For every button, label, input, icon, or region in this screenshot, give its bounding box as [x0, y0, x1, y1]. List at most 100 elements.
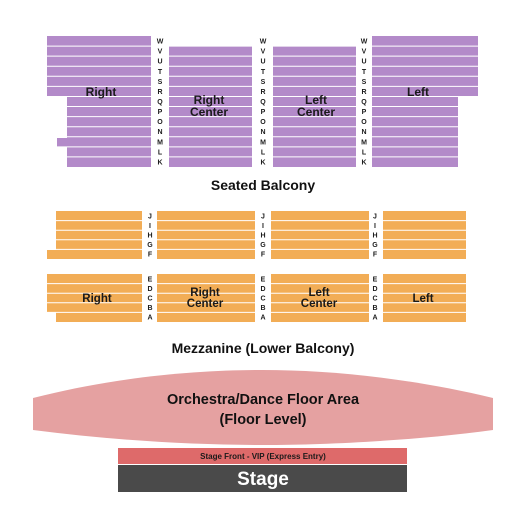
- floor-area[interactable]: Orchestra/Dance Floor Area (Floor Level): [33, 370, 493, 445]
- row-letter-q: Q: [260, 99, 266, 106]
- balcony-heading: Seated Balcony: [211, 177, 315, 193]
- mezzanine-upper-right[interactable]: [47, 211, 142, 259]
- row-letter-i: I: [262, 223, 264, 230]
- row-letter-p: P: [158, 109, 163, 116]
- row-letter-d: D: [372, 286, 377, 293]
- row-letter-t: T: [261, 69, 266, 76]
- row-letter-c: C: [260, 296, 265, 303]
- row-letter-o: O: [361, 119, 367, 126]
- row-letter-i: I: [149, 223, 151, 230]
- section-label-line1: Left: [308, 287, 329, 299]
- row-letter-b: B: [147, 305, 152, 312]
- row-letter-l: L: [362, 149, 367, 156]
- row-letter-s: S: [362, 79, 367, 86]
- row-letter-l: L: [158, 149, 163, 156]
- floor-label-line1: Orchestra/Dance Floor Area: [167, 392, 360, 408]
- row-letter-u: U: [361, 59, 366, 66]
- row-letter-j: J: [148, 213, 152, 220]
- row-letter-p: P: [362, 109, 367, 116]
- row-letter-w: W: [260, 39, 267, 46]
- row-letter-s: S: [261, 79, 266, 86]
- section-label-line1: Right: [190, 287, 220, 299]
- row-letter-r: R: [260, 89, 265, 96]
- row-letter-i: I: [374, 223, 376, 230]
- row-letter-g: G: [260, 242, 266, 249]
- vip-label: Stage Front - VIP (Express Entry): [200, 452, 326, 461]
- mezzanine-upper-right-center[interactable]: [157, 211, 255, 259]
- row-letter-t: T: [158, 69, 163, 76]
- section-label: Right: [86, 85, 117, 99]
- row-letter-r: R: [157, 89, 162, 96]
- row-letter-b: B: [260, 305, 265, 312]
- row-letter-v: V: [261, 49, 266, 56]
- row-letter-n: N: [361, 129, 366, 136]
- section-label-line1: Right: [194, 93, 225, 107]
- section-label-line2: Center: [301, 298, 338, 310]
- mezzanine-right-section[interactable]: Right: [47, 274, 142, 322]
- row-letter-u: U: [260, 59, 265, 66]
- section-label: Left: [412, 293, 433, 305]
- row-letter-s: S: [158, 79, 163, 86]
- row-letter-e: E: [148, 276, 153, 283]
- row-letter-t: T: [362, 69, 367, 76]
- row-letter-j: J: [373, 213, 377, 220]
- mezz-lower-rc-shape: [157, 274, 255, 322]
- mezz-upper-lc-shape: [271, 211, 369, 259]
- row-letter-c: C: [147, 296, 152, 303]
- mezz-lower-lc-shape: [271, 274, 369, 322]
- balcony-right-section[interactable]: Right: [47, 36, 151, 167]
- vip-stage-front[interactable]: Stage Front - VIP (Express Entry): [118, 448, 407, 464]
- mezzanine-right-center-section[interactable]: Right Center: [157, 274, 255, 322]
- row-letter-k: K: [361, 159, 366, 166]
- row-letter-g: G: [372, 242, 378, 249]
- vip-shape: [118, 448, 407, 464]
- mezzanine-upper-left-center[interactable]: [271, 211, 369, 259]
- row-letter-a: A: [147, 315, 152, 322]
- balcony-left-section[interactable]: Left: [372, 36, 478, 167]
- floor-shape: [33, 370, 493, 445]
- row-letter-v: V: [158, 49, 163, 56]
- row-letter-a: A: [372, 315, 377, 322]
- mezz-upper-rc-shape: [157, 211, 255, 259]
- balcony-left-center-section[interactable]: Left Center: [273, 45, 356, 167]
- row-letter-m: M: [260, 139, 266, 146]
- row-letter-k: K: [157, 159, 162, 166]
- row-letter-c: C: [372, 296, 377, 303]
- section-label: Left: [407, 85, 429, 99]
- balcony-level: Right Right Center Left Center Left WVUT…: [47, 36, 478, 193]
- row-letter-e: E: [261, 276, 266, 283]
- row-letter-h: H: [372, 233, 377, 240]
- mezzanine-left-section[interactable]: Left: [383, 274, 466, 322]
- row-letter-e: E: [373, 276, 378, 283]
- mezzanine-left-center-section[interactable]: Left Center: [271, 274, 369, 322]
- section-label-line2: Center: [187, 298, 224, 310]
- row-letter-g: G: [147, 242, 153, 249]
- stage-label: Stage: [237, 469, 289, 490]
- section-label-line1: Left: [305, 93, 327, 107]
- row-letter-n: N: [260, 129, 265, 136]
- balcony-right-center-section[interactable]: Right Center: [169, 45, 252, 167]
- row-letter-f: F: [148, 252, 153, 259]
- row-letter-a: A: [260, 315, 265, 322]
- mezzanine-upper-left[interactable]: [383, 211, 466, 259]
- mezz-upper-left-shape: [383, 211, 466, 259]
- mezzanine-level: Right Right Center Left Center Left JIHG…: [47, 211, 466, 356]
- row-letter-d: D: [260, 286, 265, 293]
- row-letter-k: K: [260, 159, 265, 166]
- mezz-upper-right-shape: [47, 211, 142, 259]
- stage: Stage: [118, 465, 407, 492]
- row-letter-l: L: [261, 149, 266, 156]
- row-letter-p: P: [261, 109, 266, 116]
- stage-shape: [118, 465, 407, 492]
- row-letter-d: D: [147, 286, 152, 293]
- mezzanine-heading: Mezzanine (Lower Balcony): [172, 340, 355, 356]
